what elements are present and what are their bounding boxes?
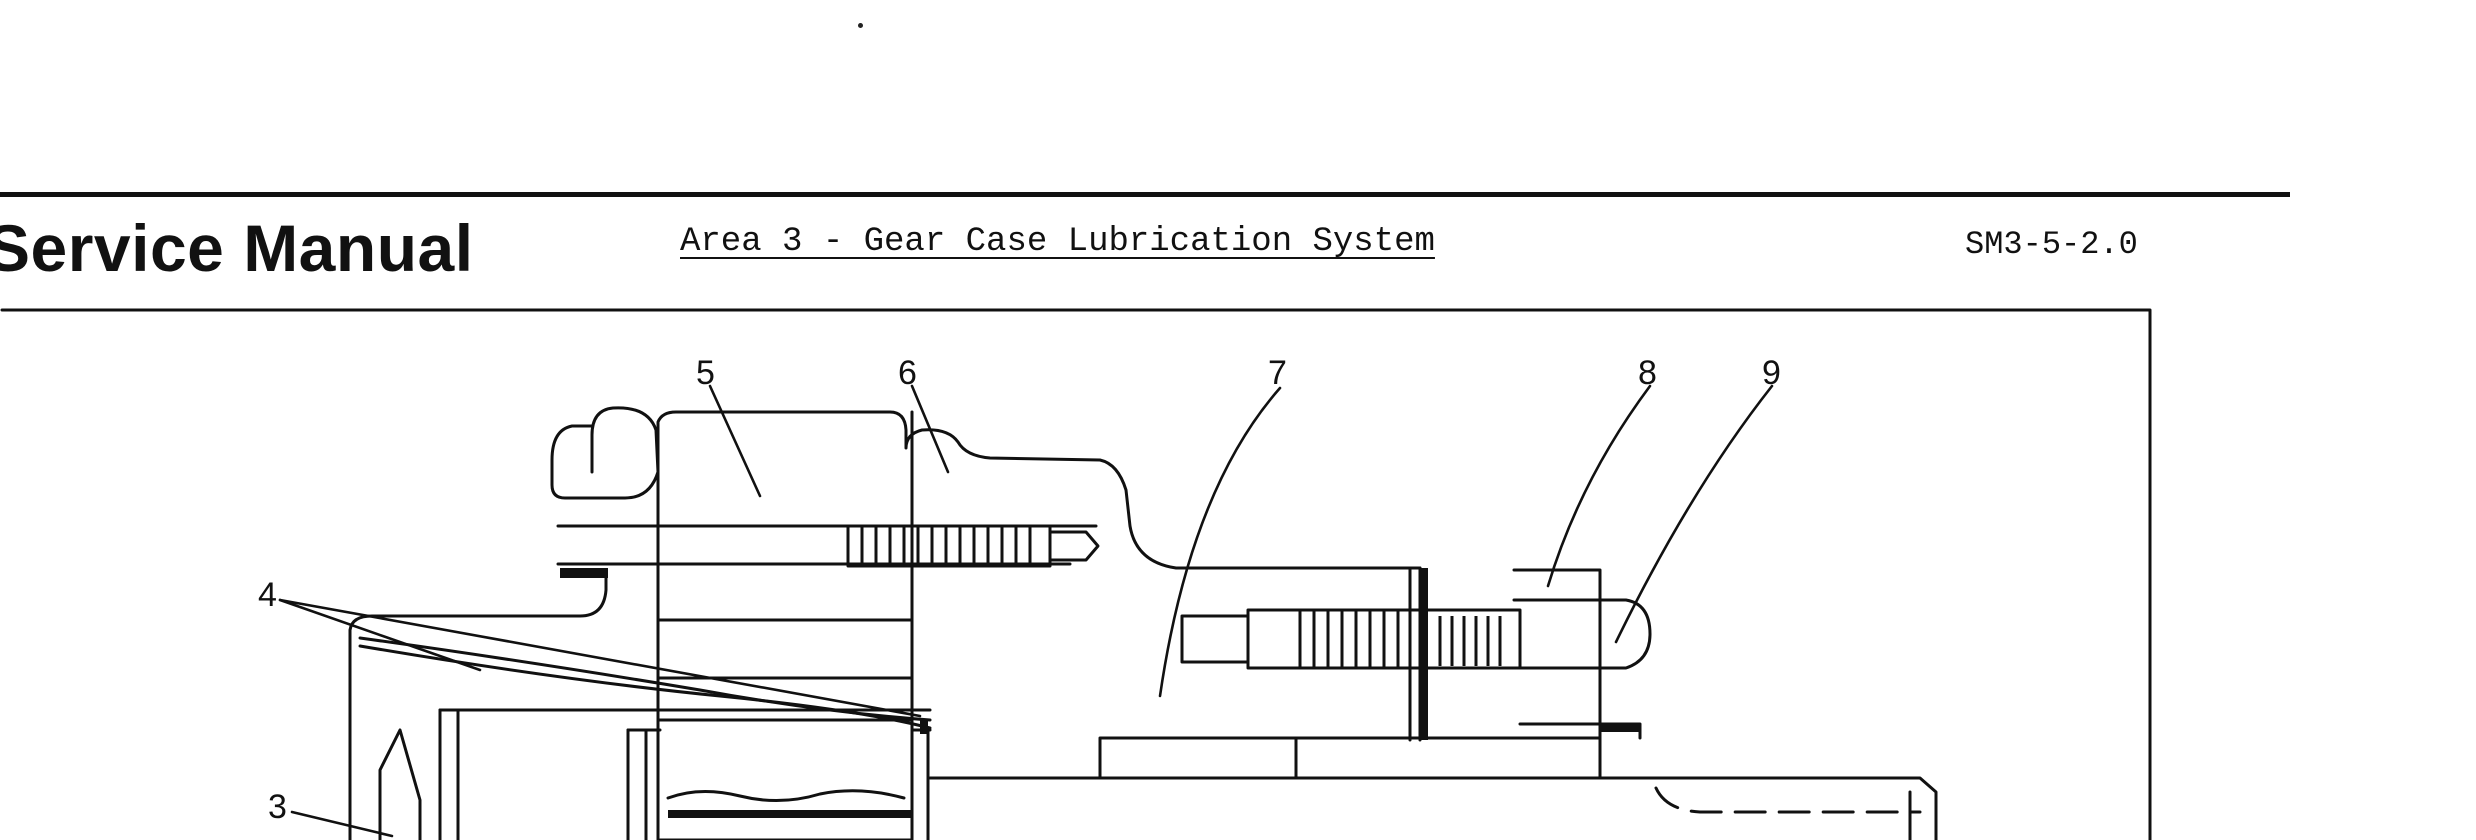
lock-nut <box>1512 568 1602 740</box>
leader-7 <box>1158 386 1282 698</box>
section-title: Area 3 - Gear Case Lubrication System <box>680 223 1435 261</box>
manual-title: Service Manual <box>0 211 474 285</box>
header-rule <box>0 192 2290 197</box>
leader-3 <box>290 810 394 838</box>
page-header: Service Manual Area 3 - Gear Case Lubric… <box>0 205 2290 300</box>
housing-block <box>656 410 1422 570</box>
document-code: SM3-5-2.0 <box>1965 226 2138 263</box>
central-block <box>656 410 914 840</box>
leader-8 <box>1546 384 1652 588</box>
callout-7: 7 <box>1268 354 1287 392</box>
leader-6 <box>910 384 950 474</box>
gear-case-diagram: 5 6 7 8 9 4 3 <box>0 308 2152 840</box>
upper-housing <box>550 406 660 500</box>
left-housing <box>348 568 608 840</box>
callout-6: 6 <box>898 354 917 392</box>
callout-3: 3 <box>268 788 287 826</box>
hidden-outline <box>1654 786 1922 814</box>
callout-4: 4 <box>258 576 277 614</box>
figure-frame <box>0 308 2152 840</box>
guide-strip-lower <box>358 644 932 730</box>
leader-5 <box>708 384 762 498</box>
bolt-head <box>1598 598 1652 670</box>
base-plate <box>1098 736 1602 780</box>
leader-4b <box>278 598 922 718</box>
callout-9: 9 <box>1762 354 1781 392</box>
technical-drawing: 5 6 7 8 9 4 3 <box>0 300 2200 840</box>
stray-mark <box>858 23 863 28</box>
leader-4a <box>278 598 482 672</box>
callout-8: 8 <box>1638 354 1657 392</box>
leader-9 <box>1614 384 1774 644</box>
adjusting-bolt <box>846 524 1052 568</box>
callout-5: 5 <box>696 354 715 392</box>
